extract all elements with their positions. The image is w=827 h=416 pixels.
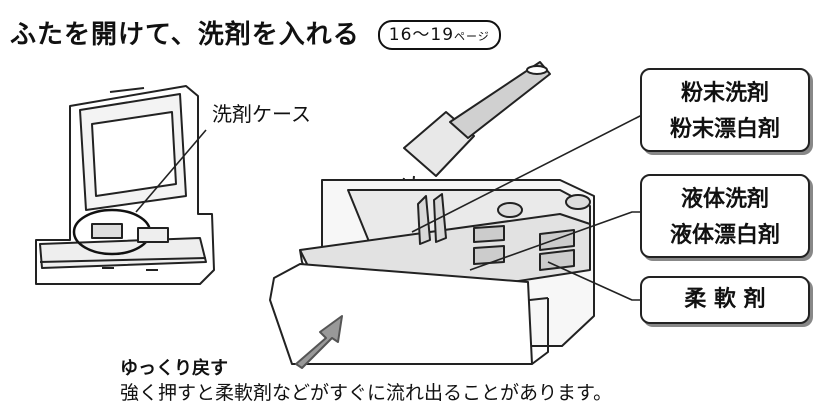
detergent-case-label: 洗剤ケース bbox=[212, 102, 311, 126]
caution-note: 強く押すと柔軟剤などがすぐに流れ出ることがあります。 bbox=[120, 382, 613, 404]
scoop-illustration bbox=[403, 61, 551, 177]
case-leader-line bbox=[135, 129, 207, 213]
callout-softener: 柔 軟 剤 bbox=[640, 276, 810, 324]
page-ref-range: 16〜19 bbox=[388, 25, 455, 45]
page-title: ふたを開けて、洗剤を入れる 16〜19ページ bbox=[10, 14, 501, 51]
callout-powder-bleach: 粉末漂白剤 bbox=[669, 117, 780, 142]
title-text: ふたを開けて、洗剤を入れる bbox=[10, 20, 360, 50]
detergent-drawer-illustration bbox=[269, 179, 595, 365]
page-reference-badge: 16〜19ページ bbox=[377, 20, 501, 50]
page-ref-unit: ページ bbox=[454, 30, 490, 43]
callout-liquid-detergent: 液体洗剤 bbox=[680, 187, 769, 212]
washing-machine-illustration bbox=[35, 85, 215, 285]
push-arrow bbox=[295, 315, 343, 369]
callout-liquid: 液体洗剤 液体漂白剤 bbox=[640, 174, 810, 258]
callout-powder-detergent: 粉末洗剤 bbox=[680, 81, 769, 106]
callout-powder: 粉末洗剤 粉末漂白剤 bbox=[640, 68, 810, 152]
callout-softener-label: 柔 軟 剤 bbox=[684, 287, 766, 312]
push-back-label: ゆっくり戻す bbox=[120, 358, 228, 379]
callout-liquid-bleach: 液体漂白剤 bbox=[669, 223, 780, 248]
